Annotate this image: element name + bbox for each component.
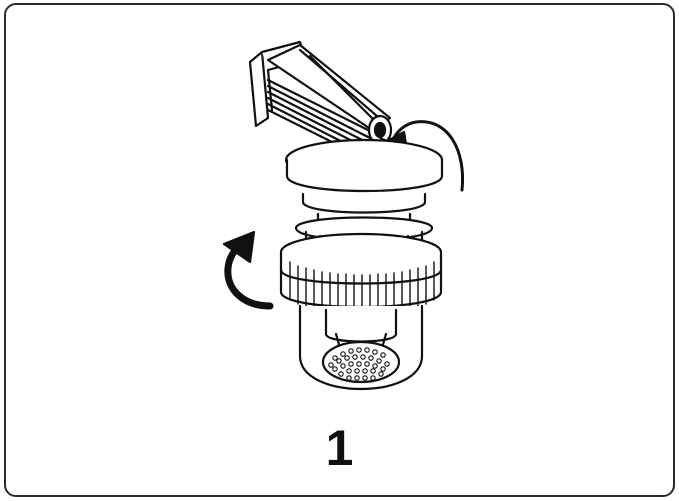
step-number: 1	[325, 420, 354, 476]
strainer-holes	[328, 347, 390, 381]
knurled-collar	[279, 232, 443, 313]
clear-cup	[298, 304, 424, 390]
rotate-counterclockwise-arrow-icon	[222, 230, 274, 310]
